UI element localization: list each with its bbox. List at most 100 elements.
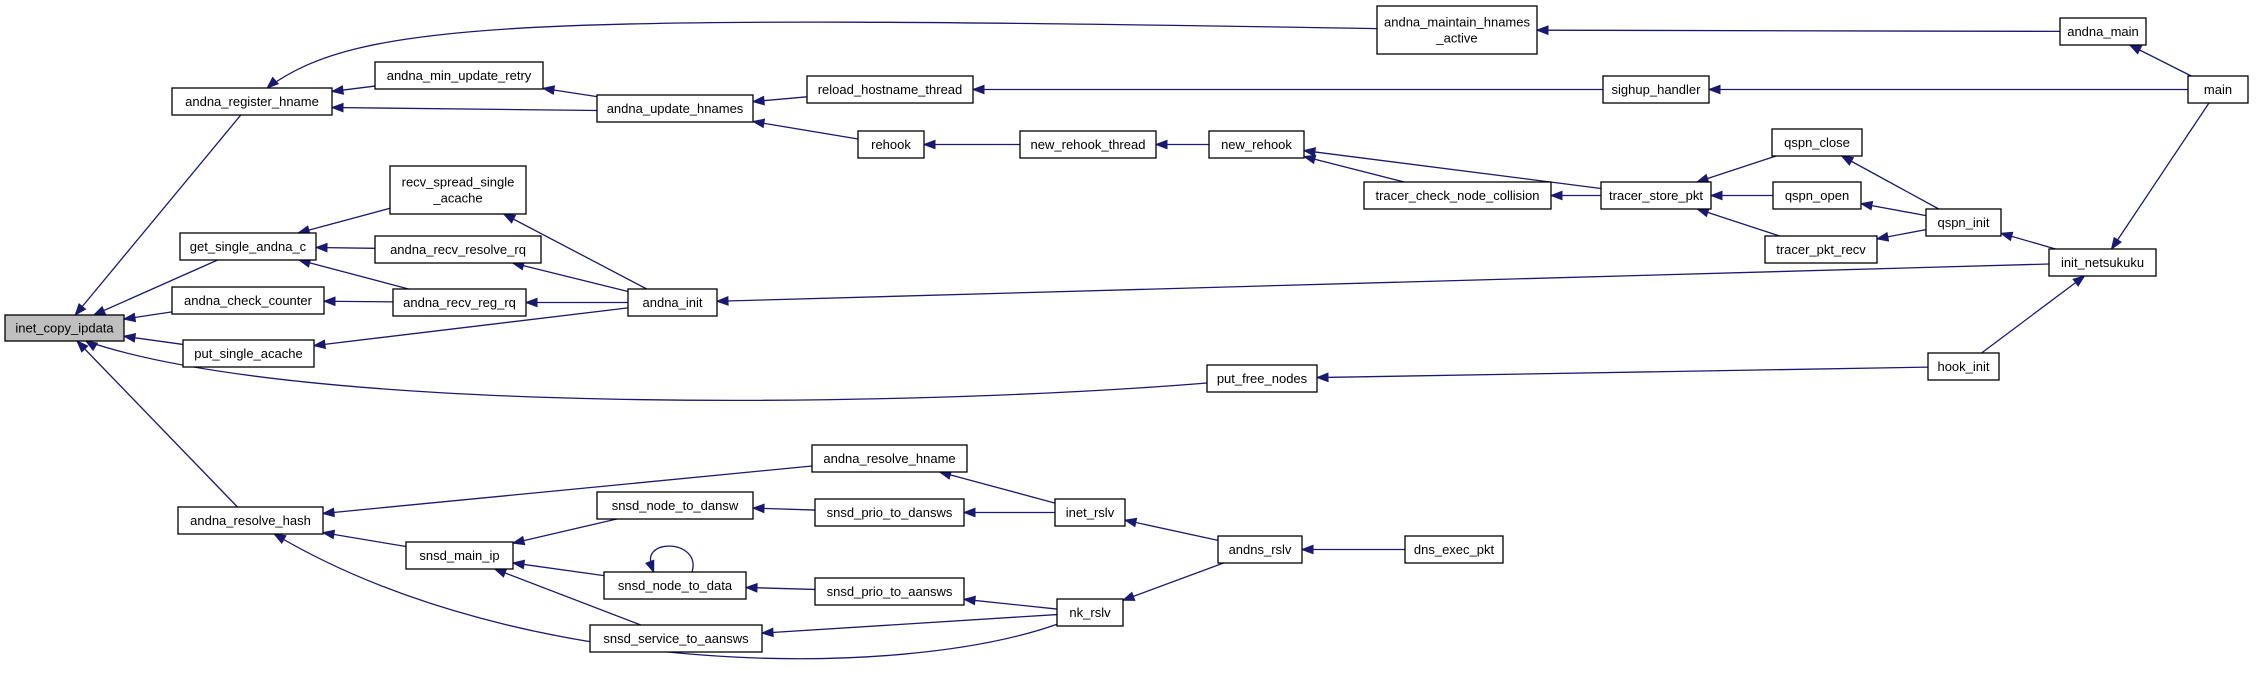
node-sighup-handler[interactable]: sighup_handler	[1602, 75, 1710, 104]
edge-snsd_prio_to_aansws-to-snsd_node_to_data-arrowhead	[744, 582, 758, 593]
edge-qspn_init-to-qspn_open-arrowhead	[1859, 200, 1874, 211]
edge-new_rehook-to-new_rehook_thread-arrowhead	[1154, 139, 1168, 150]
node-main[interactable]: main	[2187, 75, 2249, 104]
node-andna-check-counter[interactable]: andna_check_counter	[171, 286, 325, 315]
node-put-free-nodes[interactable]: put_free_nodes	[1206, 364, 1318, 393]
edge-andna_resolve_hash-to-inet_copy_ipdata	[76, 340, 238, 508]
edge-new_rehook_thread-to-rehook-arrowhead	[922, 139, 936, 150]
edge-snsd_node_to_data-to-snsd_node_to_data-arrowhead	[645, 559, 655, 574]
node-snsd-prio-to-aansws[interactable]: snsd_prio_to_aansws	[814, 577, 965, 606]
node-new-rehook-thread[interactable]: new_rehook_thread	[1019, 130, 1157, 159]
node-box	[171, 286, 325, 315]
node-snsd-service-to-aansws[interactable]: snsd_service_to_aansws	[589, 624, 763, 653]
node-inet-copy-ipdata[interactable]: inet_copy_ipdata	[4, 314, 125, 342]
node-get-single-andna-c[interactable]: get_single_andna_c	[179, 232, 317, 261]
edge-snsd_node_to_dansw-to-snsd_main_ip	[512, 518, 617, 544]
edge-qspn_init-to-tracer_pkt_recv-arrowhead	[1875, 231, 1890, 242]
node-box	[627, 288, 718, 317]
node-box	[857, 130, 925, 159]
node-box	[2059, 17, 2147, 46]
node-box	[177, 506, 324, 535]
edge-andna_check_counter-to-inet_copy_ipdata-arrowhead	[122, 312, 137, 323]
node-snsd-main-ip[interactable]: snsd_main_ip	[405, 541, 514, 570]
node-label: tracer_check_node_collision	[1375, 188, 1539, 203]
edge-andna_init-to-put_single_acache	[313, 307, 629, 347]
node-box	[1772, 181, 1862, 210]
edge-hook_init-to-init_netsukuku	[1981, 275, 2085, 354]
node-box	[405, 541, 514, 570]
edge-andna_main-to-andna_maintain_hnames_active	[1536, 29, 2061, 33]
edge-hook_init-to-put_free_nodes	[1316, 366, 1929, 379]
node-snsd-node-to-dansw[interactable]: snsd_node_to_dansw	[596, 491, 754, 520]
edge-andna_recv_reg_rq-to-andna_check_counter-arrowhead	[322, 296, 336, 307]
node-init-netsukuku[interactable]: init_netsukuku	[2048, 248, 2157, 277]
edge-andna_register_hname-to-inet_copy_ipdata	[74, 114, 242, 316]
node-label: andna_init	[643, 295, 703, 310]
edge-nk_rslv-to-snsd_prio_to_aansws-arrowhead	[962, 595, 976, 606]
node-box	[603, 571, 747, 600]
edge-andna_update_hnames-to-andna_register_hname	[331, 106, 598, 112]
edge-snsd_prio_to_dansws-to-snsd_node_to_dansw-arrowhead	[751, 503, 765, 514]
node-box	[1925, 208, 2002, 237]
node-inet-rslv[interactable]: inet_rslv	[1054, 498, 1126, 527]
edge-andna_update_hnames-to-andna_register_hname-arrowhead	[330, 102, 344, 113]
node-box	[2048, 248, 2157, 277]
edge-andns_rslv-to-nk_rslv	[1122, 562, 1224, 601]
node-andna-recv-resolve-rq[interactable]: andna_recv_resolve_rq	[374, 235, 542, 264]
node-label: new_rehook_thread	[1031, 137, 1146, 152]
node-recv-spread-single-acache[interactable]: recv_spread_single_acache	[389, 165, 527, 215]
node-qspn-init[interactable]: qspn_init	[1925, 208, 2002, 237]
edge-snsd_node_to_data-to-snsd_main_ip-arrowhead	[511, 559, 526, 570]
node-hook-init[interactable]: hook_init	[1927, 352, 2000, 381]
node-label: get_single_andna_c	[190, 239, 307, 254]
node-label: andna_maintain_hnames	[1384, 15, 1530, 30]
node-box	[1217, 535, 1303, 564]
node-nk-rslv[interactable]: nk_rslv	[1056, 598, 1124, 627]
node-qspn-open[interactable]: qspn_open	[1772, 181, 1862, 210]
edge-andna_min_update_retry-to-andna_register_hname-arrowhead	[330, 85, 345, 95]
node-box	[1363, 181, 1552, 210]
edge-andna_resolve_hname-to-andna_resolve_hash	[322, 465, 813, 515]
node-label: andns_rslv	[1229, 542, 1292, 557]
node-rehook[interactable]: rehook	[857, 130, 925, 159]
node-snsd-node-to-data[interactable]: snsd_node_to_data	[603, 571, 747, 600]
node-andna-init[interactable]: andna_init	[627, 288, 718, 317]
node-andna-resolve-hash[interactable]: andna_resolve_hash	[177, 506, 324, 535]
node-box	[171, 87, 333, 116]
node-box	[392, 288, 527, 317]
node-label: andna_register_hname	[185, 94, 319, 109]
node-andna-register-hname[interactable]: andna_register_hname	[171, 87, 333, 116]
node-tracer-store-pkt[interactable]: tracer_store_pkt	[1600, 181, 1712, 210]
node-andns-rslv[interactable]: andns_rslv	[1217, 535, 1303, 564]
node-label: andna_recv_reg_rq	[403, 295, 516, 310]
edge-nk_rslv-to-snsd_service_to_aansws-arrowhead	[760, 627, 774, 638]
node-snsd-prio-to-dansws[interactable]: snsd_prio_to_dansws	[814, 498, 965, 527]
node-label: snsd_node_to_dansw	[612, 498, 739, 513]
node-reload-hostname-thread[interactable]: reload_hostname_thread	[806, 75, 974, 104]
node-label: andna_check_counter	[184, 293, 313, 308]
node-dns-exec-pkt[interactable]: dns_exec_pkt	[1404, 535, 1504, 564]
node-box	[179, 232, 317, 261]
node-label: hook_init	[1937, 359, 1989, 374]
node-label: _acache	[432, 191, 482, 206]
node-andna-update-hnames[interactable]: andna_update_hnames	[596, 94, 754, 123]
node-box	[1600, 181, 1712, 210]
node-tracer-check-node-collision[interactable]: tracer_check_node_collision	[1363, 181, 1552, 210]
node-put-single-acache[interactable]: put_single_acache	[182, 339, 315, 368]
node-andna-main[interactable]: andna_main	[2059, 17, 2147, 46]
node-qspn-close[interactable]: qspn_close	[1771, 128, 1863, 157]
node-andna-resolve-hname[interactable]: andna_resolve_hname	[811, 444, 968, 473]
node-label: _active	[1435, 31, 1477, 46]
edge-tracer_check_node_collision-to-new_rehook-arrowhead	[1302, 154, 1317, 165]
node-label: main	[2204, 82, 2232, 97]
node-andna-recv-reg-rq[interactable]: andna_recv_reg_rq	[392, 288, 527, 317]
node-new-rehook[interactable]: new_rehook	[1208, 130, 1305, 159]
edge-main-to-sighup_handler-arrowhead	[1707, 84, 1721, 95]
node-andna-min-update-retry[interactable]: andna_min_update_retry	[374, 61, 544, 90]
node-tracer-pkt-recv[interactable]: tracer_pkt_recv	[1764, 235, 1878, 264]
node-andna-maintain-hnames-active[interactable]: andna_maintain_hnames_active	[1376, 5, 1538, 55]
edge-andna_main-to-andna_maintain_hnames_active-arrowhead	[1535, 25, 1549, 36]
node-label: inet_copy_ipdata	[15, 321, 114, 336]
node-label: andna_resolve_hash	[190, 513, 311, 528]
